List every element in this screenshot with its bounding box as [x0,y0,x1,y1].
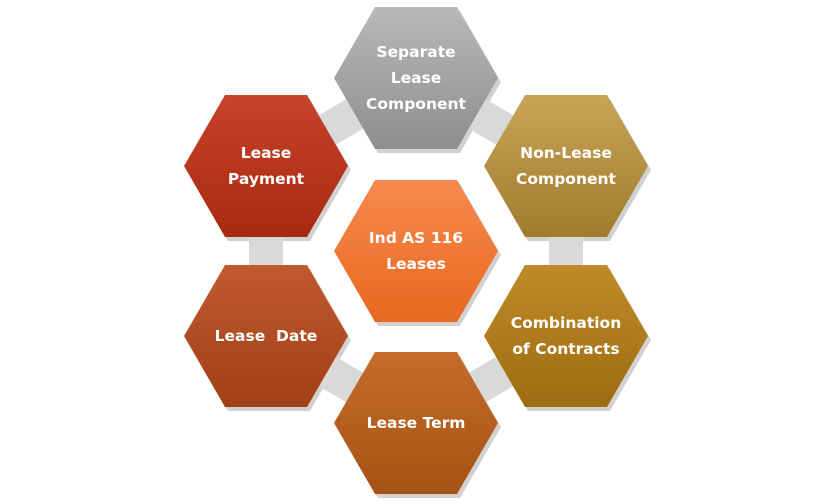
center-ind-as-116-leases-label-line-1: Leases [386,255,446,273]
node-lease-term-hexagon [334,352,498,494]
node-lease-date-hexagon [184,265,348,407]
node-separate-lease-component-hexagon [334,7,498,149]
node-combination-of-contracts-label-line-1: of Contracts [512,340,619,358]
node-lease-payment-label-line-0: Lease [241,144,292,162]
node-non-lease-component-label-line-0: Non-Lease [520,144,612,162]
node-lease-payment-label-line-1: Payment [228,170,305,188]
node-combination-of-contracts-hexagon [484,265,648,407]
node-combination-of-contracts-label-line-0: Combination [511,314,621,332]
node-lease-date-label-line-0: Lease Date [215,327,318,345]
node-separate-lease-component-label-line-1: Lease [391,69,442,87]
node-lease-term-label-line-0: Lease Term [367,414,466,432]
node-non-lease-component-hexagon [484,95,648,237]
node-separate-lease-component-label-line-0: Separate [376,43,455,61]
node-separate-lease-component-label-line-2: Component [366,95,467,113]
node-non-lease-component-label-line-1: Component [516,170,617,188]
node-lease-payment-hexagon [184,95,348,237]
center-ind-as-116-leases-hexagon [334,180,498,322]
center-ind-as-116-leases-label-line-0: Ind AS 116 [369,229,463,247]
